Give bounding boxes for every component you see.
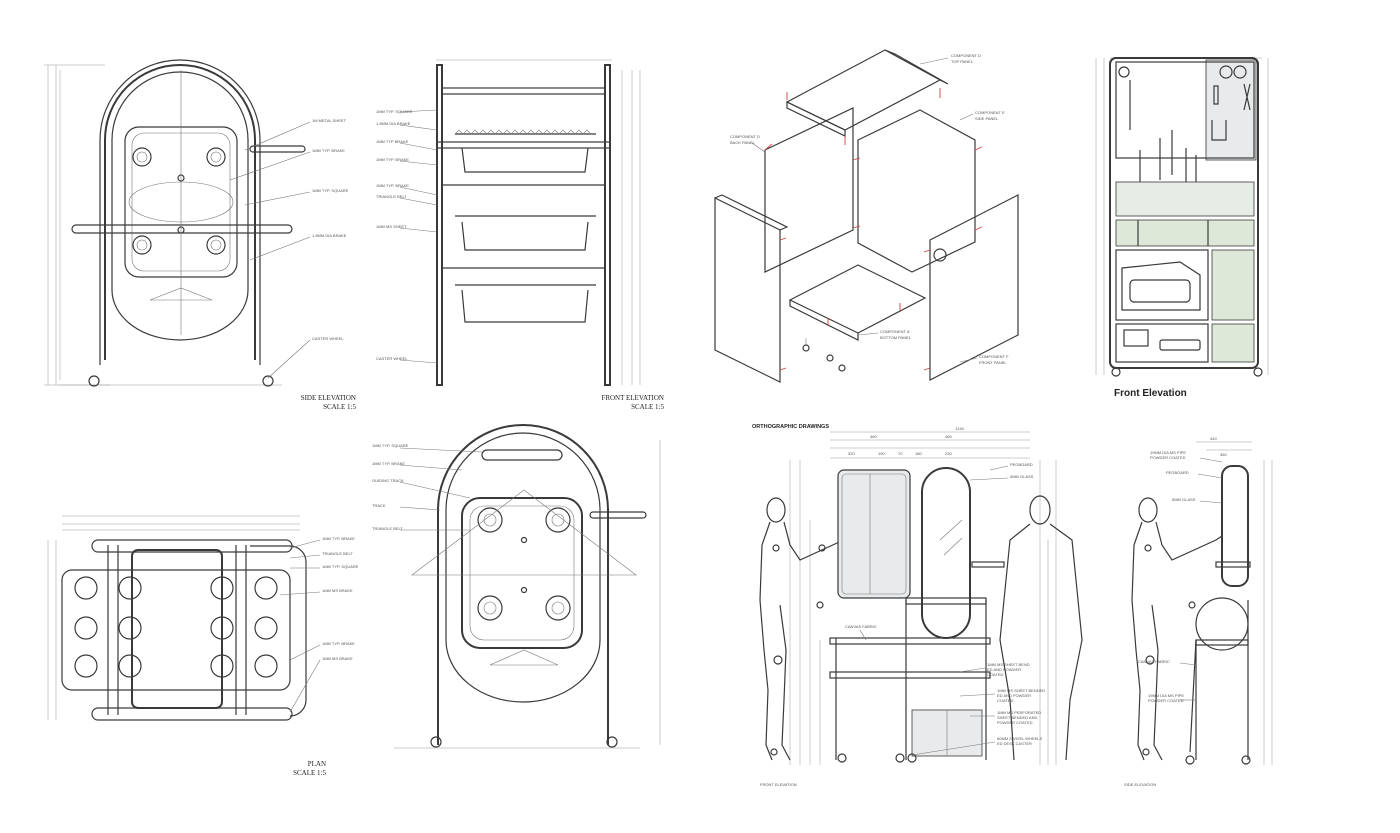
label-sheet3-a: 1MM MS PERFORATED (997, 710, 1041, 715)
label-caster-a: 80MM SWIVEL WHEELS (997, 736, 1043, 741)
label-side-pegboard: PEGBOARD (1166, 470, 1189, 475)
label-side-pipe2-a: 19MM DIA MS PIPE (1148, 693, 1184, 698)
label-component-side-sub: SIDE PANEL (975, 116, 999, 121)
svg-text:1MM TYP. SQUARE: 1MM TYP. SQUARE (372, 443, 409, 448)
human-figure-side (1131, 497, 1223, 761)
label-component-top: COMPONENT D (951, 53, 981, 58)
svg-text:1MM MS BRAKE: 1MM MS BRAKE (322, 656, 353, 661)
front-elevation-caption: FRONT ELEVATION (601, 394, 664, 402)
label-component-bottom: COMPONENT A (880, 329, 910, 334)
svg-text:1MM MS BRAKE: 1MM MS BRAKE (322, 588, 353, 593)
label-sheet2-b: ED AND POWDER (997, 693, 1031, 698)
dim-180: 180 (915, 451, 922, 456)
svg-text:1MM TYP. BRAKE: 1MM TYP. BRAKE (376, 183, 409, 188)
label-side-pipe-a: 19MM DIA MS PIPE (1150, 450, 1186, 455)
side-elevation-scale: SCALE 1:5 (323, 403, 356, 411)
label-component-back-sub: BACK PANEL (730, 140, 756, 145)
sprocket-icon (132, 147, 226, 255)
front-elevation-drawing: 1MM TYP. SQUARE 1.5MM DIA BRAKE 1MM TYP … (376, 59, 664, 411)
dim-side-440: 440 (1210, 436, 1217, 441)
label-component-back: COMPONENT D (730, 134, 760, 139)
label-sheet2-a: 1MM MS SHEET BENDED (997, 688, 1045, 693)
svg-text:TRIANGLE BELT: TRIANGLE BELT (376, 194, 407, 199)
svg-text:CASTER WHEEL: CASTER WHEEL (312, 336, 344, 341)
svg-text:1MM TYP. BRAKE: 1MM TYP. BRAKE (372, 461, 405, 466)
svg-text:TRIANGLE BELT: TRIANGLE BELT (372, 526, 403, 531)
label-side-glass: 5MM GLASS (1172, 497, 1196, 502)
front-elevation-color-title: Front Elevation (1114, 388, 1187, 399)
label-sheet1-c: COATED (987, 672, 1003, 677)
svg-text:1M METAL SHEET: 1M METAL SHEET (312, 118, 347, 123)
label-sheet1-a: 1MM MS SHEET BEND (987, 662, 1030, 667)
label-component-bottom-sub: BOTTOM PANEL (880, 335, 912, 340)
ortho-front-caption: FRONT ELEVATION (760, 782, 797, 787)
label-component-side: COMPONENT E (975, 110, 1005, 115)
label-component-front: COMPONENT F (979, 354, 1009, 359)
svg-text:1MM TYP. BRAKE: 1MM TYP. BRAKE (322, 536, 355, 541)
svg-text:1MM TYP. SQUARE: 1MM TYP. SQUARE (312, 188, 349, 193)
label-sheet1-b: ED AND POWDER (987, 667, 1021, 672)
side-elevation-caption: SIDE ELEVATION (301, 394, 356, 402)
sprocket-icon (477, 507, 571, 621)
label-canvas: CANVAS FABRIC (845, 624, 877, 629)
svg-text:1MM TYP. SQUARE: 1MM TYP. SQUARE (376, 109, 413, 114)
label-sheet2-c: COATED (997, 698, 1013, 703)
plan-drawing: 1MM TYP. BRAKE TRIANGLE BELT 1MM TYP. SQ… (47, 515, 359, 777)
label-component-front-sub: FRONT PANEL (979, 360, 1007, 365)
svg-text:1MM TYP. BRAKE: 1MM TYP. BRAKE (322, 641, 355, 646)
svg-text:1.5MM DIA BRAKE: 1.5MM DIA BRAKE (376, 121, 411, 126)
svg-text:1MM TYP. SQUARE: 1MM TYP. SQUARE (322, 564, 359, 569)
dim-overall: 1240 (955, 426, 965, 431)
ortho-side-caption: SIDE ELEVATION (1124, 782, 1156, 787)
dim-320: 320 (848, 451, 855, 456)
label-side-pipe2-b: POWDER COATED (1148, 698, 1184, 703)
svg-text:1MM TYP BRAKE: 1MM TYP BRAKE (376, 139, 409, 144)
svg-text:1.5MM DIA BRAKE: 1.5MM DIA BRAKE (312, 233, 347, 238)
plan-scale: SCALE 1:5 (293, 769, 326, 777)
label-side-canvas: CANVAS FABRIC (1138, 659, 1170, 664)
front-elevation-scale: SCALE 1:5 (631, 403, 664, 411)
dim-190: 190 (878, 451, 885, 456)
cup-holder (74, 576, 278, 678)
front-elevation-colored: Front Elevation (1095, 57, 1269, 399)
human-outline (999, 495, 1083, 761)
ortho-title: ORTHOGRAPHIC DRAWINGS (752, 424, 829, 430)
svg-text:1MM TYP. BRAKE: 1MM TYP. BRAKE (312, 148, 345, 153)
front-capsule-drawing: 1MM TYP. SQUARE 1MM TYP. BRAKE GUIDING T… (372, 424, 661, 749)
dim-460a: 460 (870, 434, 877, 439)
label-sheet3-b: SHEET BENDED AND (997, 715, 1037, 720)
label-glass: 5MM GLASS (1010, 474, 1034, 479)
svg-text:1MM TYP. BRAKE: 1MM TYP. BRAKE (376, 157, 409, 162)
orthographic-drawings: ORTHOGRAPHIC DRAWINGS 1240 460 460 320 1… (752, 424, 1273, 787)
tray (442, 129, 605, 323)
svg-text:CASTER WHEEL: CASTER WHEEL (376, 356, 408, 361)
svg-text:GUIDING TRACK: GUIDING TRACK (372, 478, 404, 483)
dim-230: 230 (945, 451, 952, 456)
svg-text:1MM MS SHEET: 1MM MS SHEET (376, 224, 407, 229)
svg-text:TRIANGLE BELT: TRIANGLE BELT (322, 551, 353, 556)
dim-70: 70 (898, 451, 903, 456)
label-side-pipe-b: POWDER COATED (1150, 455, 1186, 460)
exploded-isometric-drawing: COMPONENT D TOP PANEL COMPONENT E SIDE P… (714, 49, 1019, 383)
label-pegboard: PEGBOARD (1010, 462, 1033, 467)
plan-caption: PLAN (308, 760, 326, 768)
side-elevation-drawing: 1M METAL SHEET 1MM TYP. BRAKE 1MM TYP. S… (44, 59, 356, 411)
label-sheet3-c: POWDER COATED (997, 720, 1033, 725)
svg-text:TRACK: TRACK (372, 503, 386, 508)
dim-side-360: 360 (1220, 452, 1227, 457)
label-component-top-sub: TOP PANEL (951, 59, 974, 64)
label-caster-b: ED DESK CASTER (997, 741, 1032, 746)
dim-460b: 460 (945, 434, 952, 439)
